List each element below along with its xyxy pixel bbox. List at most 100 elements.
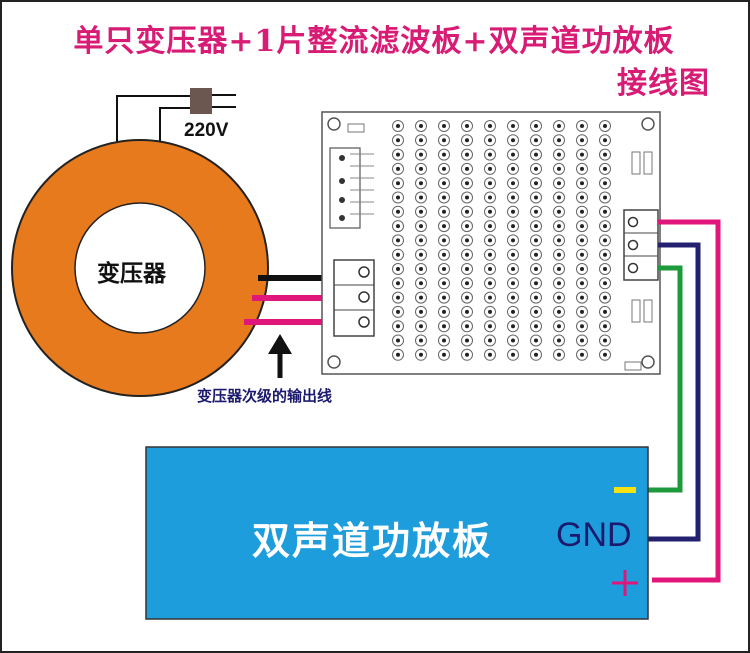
- capacitor-pin: [580, 338, 584, 343]
- capacitor-pin: [557, 181, 561, 186]
- capacitor-pin: [580, 209, 584, 214]
- capacitor-pin: [488, 267, 492, 271]
- capacitor-pin: [488, 309, 492, 314]
- capacitor-pin: [488, 338, 492, 343]
- capacitor-pin: [511, 124, 515, 128]
- capacitor-pin: [534, 352, 538, 357]
- capacitor-pin: [580, 138, 584, 143]
- input-terminal-block: [333, 259, 375, 337]
- capacitor-pin: [557, 267, 561, 271]
- capacitor-pin: [396, 152, 400, 157]
- title-line-2: 接线图: [617, 66, 710, 101]
- capacitor-pin: [511, 138, 515, 143]
- capacitor-pin: [557, 166, 561, 171]
- capacitor-pin: [488, 238, 492, 243]
- mains-plug: [190, 88, 212, 114]
- transformer-label: 变压器: [97, 261, 166, 287]
- capacitor-pin: [534, 338, 538, 343]
- capacitor-pin: [511, 224, 515, 229]
- capacitor-pin: [419, 295, 423, 300]
- capacitor-pin: [442, 267, 446, 271]
- capacitor-pin: [557, 352, 561, 357]
- capacitor-pin: [534, 124, 538, 128]
- capacitor-pin: [603, 181, 607, 186]
- capacitor-pin: [603, 295, 607, 300]
- capacitor-pin: [511, 252, 515, 257]
- capacitor-pin: [557, 338, 561, 343]
- capacitor-pin: [442, 281, 446, 286]
- capacitor-pin: [396, 281, 400, 286]
- capacitor-pin: [603, 166, 607, 171]
- capacitor-pin: [603, 352, 607, 357]
- capacitor-pin: [511, 295, 515, 300]
- capacitor-pin: [511, 166, 515, 171]
- capacitor-pin: [442, 338, 446, 343]
- capacitor-pin: [603, 309, 607, 314]
- title-line-1: 单只变压器+1片整流滤波板+双声道功放板: [73, 24, 675, 59]
- capacitor-pin: [580, 152, 584, 157]
- capacitor-pin: [534, 267, 538, 271]
- capacitor-pin: [557, 152, 561, 157]
- capacitor-pin: [419, 324, 423, 329]
- capacitor-pin: [419, 281, 423, 286]
- capacitor-pin: [511, 324, 515, 329]
- output-wire-minus: [648, 265, 683, 493]
- capacitor-pin: [580, 166, 584, 171]
- capacitor-pin: [465, 267, 469, 271]
- capacitor-pin: [396, 267, 400, 271]
- capacitor-pin: [580, 267, 584, 271]
- transformer-core: [74, 202, 206, 334]
- capacitor-pin: [488, 352, 492, 357]
- capacitor-pin: [488, 295, 492, 300]
- capacitor-pin: [557, 295, 561, 300]
- capacitor-pin: [442, 181, 446, 186]
- capacitor-pin: [603, 252, 607, 257]
- amplifier-board: [145, 446, 649, 620]
- capacitor-pin: [419, 338, 423, 343]
- capacitor-pin: [396, 295, 400, 300]
- capacitor-pin: [419, 267, 423, 271]
- capacitor-pin: [396, 352, 400, 357]
- capacitor-pin: [511, 238, 515, 243]
- capacitor-pin: [603, 281, 607, 286]
- capacitor-pin: [488, 224, 492, 229]
- arrow-head: [268, 334, 292, 354]
- capacitor-pin: [396, 324, 400, 329]
- capacitor-pin: [465, 238, 469, 243]
- capacitor-pin: [419, 195, 423, 200]
- capacitor-pin: [603, 152, 607, 157]
- capacitor-pin: [580, 224, 584, 229]
- capacitor-pin: [442, 352, 446, 357]
- secondary-output-label: 变压器次级的输出线: [197, 387, 333, 405]
- capacitor-pin: [603, 124, 607, 128]
- output-terminal-block: [623, 209, 659, 281]
- capacitor-pin: [419, 224, 423, 229]
- capacitor-pin: [419, 309, 423, 314]
- capacitor-pin: [465, 195, 469, 200]
- capacitor-pin: [442, 252, 446, 257]
- capacitor-pin: [534, 252, 538, 257]
- terminal-minus-mark: [614, 487, 636, 493]
- capacitor-pin: [488, 281, 492, 286]
- capacitor-pin: [488, 324, 492, 329]
- capacitor-pin: [603, 209, 607, 214]
- capacitor-pin: [603, 138, 607, 143]
- capacitor-pin: [580, 309, 584, 314]
- capacitor-pin: [396, 181, 400, 186]
- capacitor-pin: [534, 166, 538, 171]
- capacitor-pin: [534, 224, 538, 229]
- capacitor-pin: [511, 195, 515, 200]
- capacitor-pin: [488, 152, 492, 157]
- capacitor-pin: [396, 124, 400, 128]
- capacitor-pin: [442, 324, 446, 329]
- capacitor-pin: [465, 309, 469, 314]
- capacitor-pin: [465, 281, 469, 286]
- capacitor-pin: [603, 238, 607, 243]
- gnd-terminal-label: GND: [556, 516, 632, 554]
- capacitor-pin: [580, 195, 584, 200]
- capacitor-pin: [465, 252, 469, 257]
- capacitor-pin: [534, 181, 538, 186]
- capacitor-pin: [442, 152, 446, 157]
